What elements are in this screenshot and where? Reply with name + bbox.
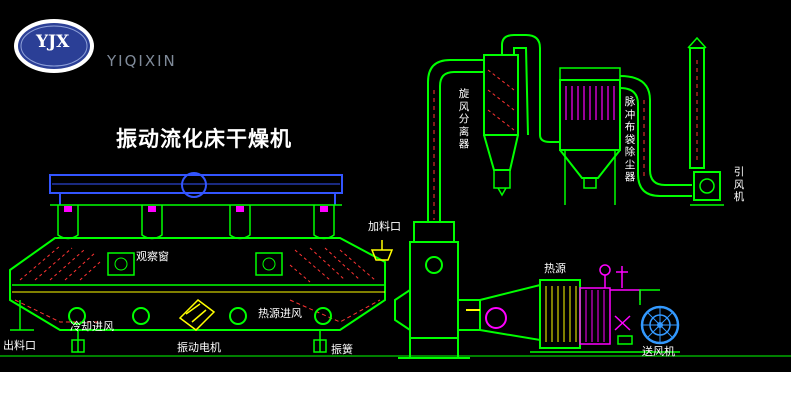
cyclone-label: 旋风分离器: [458, 88, 470, 150]
blower-label: 送风机: [642, 345, 675, 358]
cold-air-inlet-label: 冷却进风: [70, 320, 114, 333]
bag-filter-icon: [559, 67, 692, 205]
logo-badge-icon: [14, 19, 94, 73]
heat-source-label: 热源: [544, 262, 566, 275]
cyclone-separator-icon: [427, 34, 560, 222]
induced-fan-label: 引风机: [733, 166, 745, 203]
feed-inlet-label: 加料口: [368, 220, 401, 233]
observation-window-label: 观察窗: [136, 250, 169, 263]
heat-source-inlet-label: 热源进风: [258, 307, 302, 320]
diagram-title: 振动流化床干燥机: [116, 127, 292, 151]
centrifugal-blower-icon: [639, 289, 680, 345]
heat-exchanger-icon: [466, 264, 680, 353]
brand-name: YIQIXIN: [107, 52, 177, 70]
outlet-label: 出料口: [3, 339, 36, 352]
spring-label: 振簧: [331, 343, 353, 356]
diagram-canvas: YJX YIQIXIN 振动流化床干燥机 旋风分离器 脉冲布袋除尘器 引风机 加…: [0, 0, 791, 372]
diagram-drawing: [0, 19, 791, 359]
logo-text: YJX: [36, 32, 70, 52]
feed-tower: [394, 221, 481, 359]
vibration-motor-label: 振动电机: [177, 341, 221, 354]
vibration-motor-icon: [178, 299, 216, 331]
bag-filter-label: 脉冲布袋除尘器: [624, 96, 636, 183]
dryer-body: [9, 172, 394, 353]
induced-fan-icon: [687, 36, 724, 206]
